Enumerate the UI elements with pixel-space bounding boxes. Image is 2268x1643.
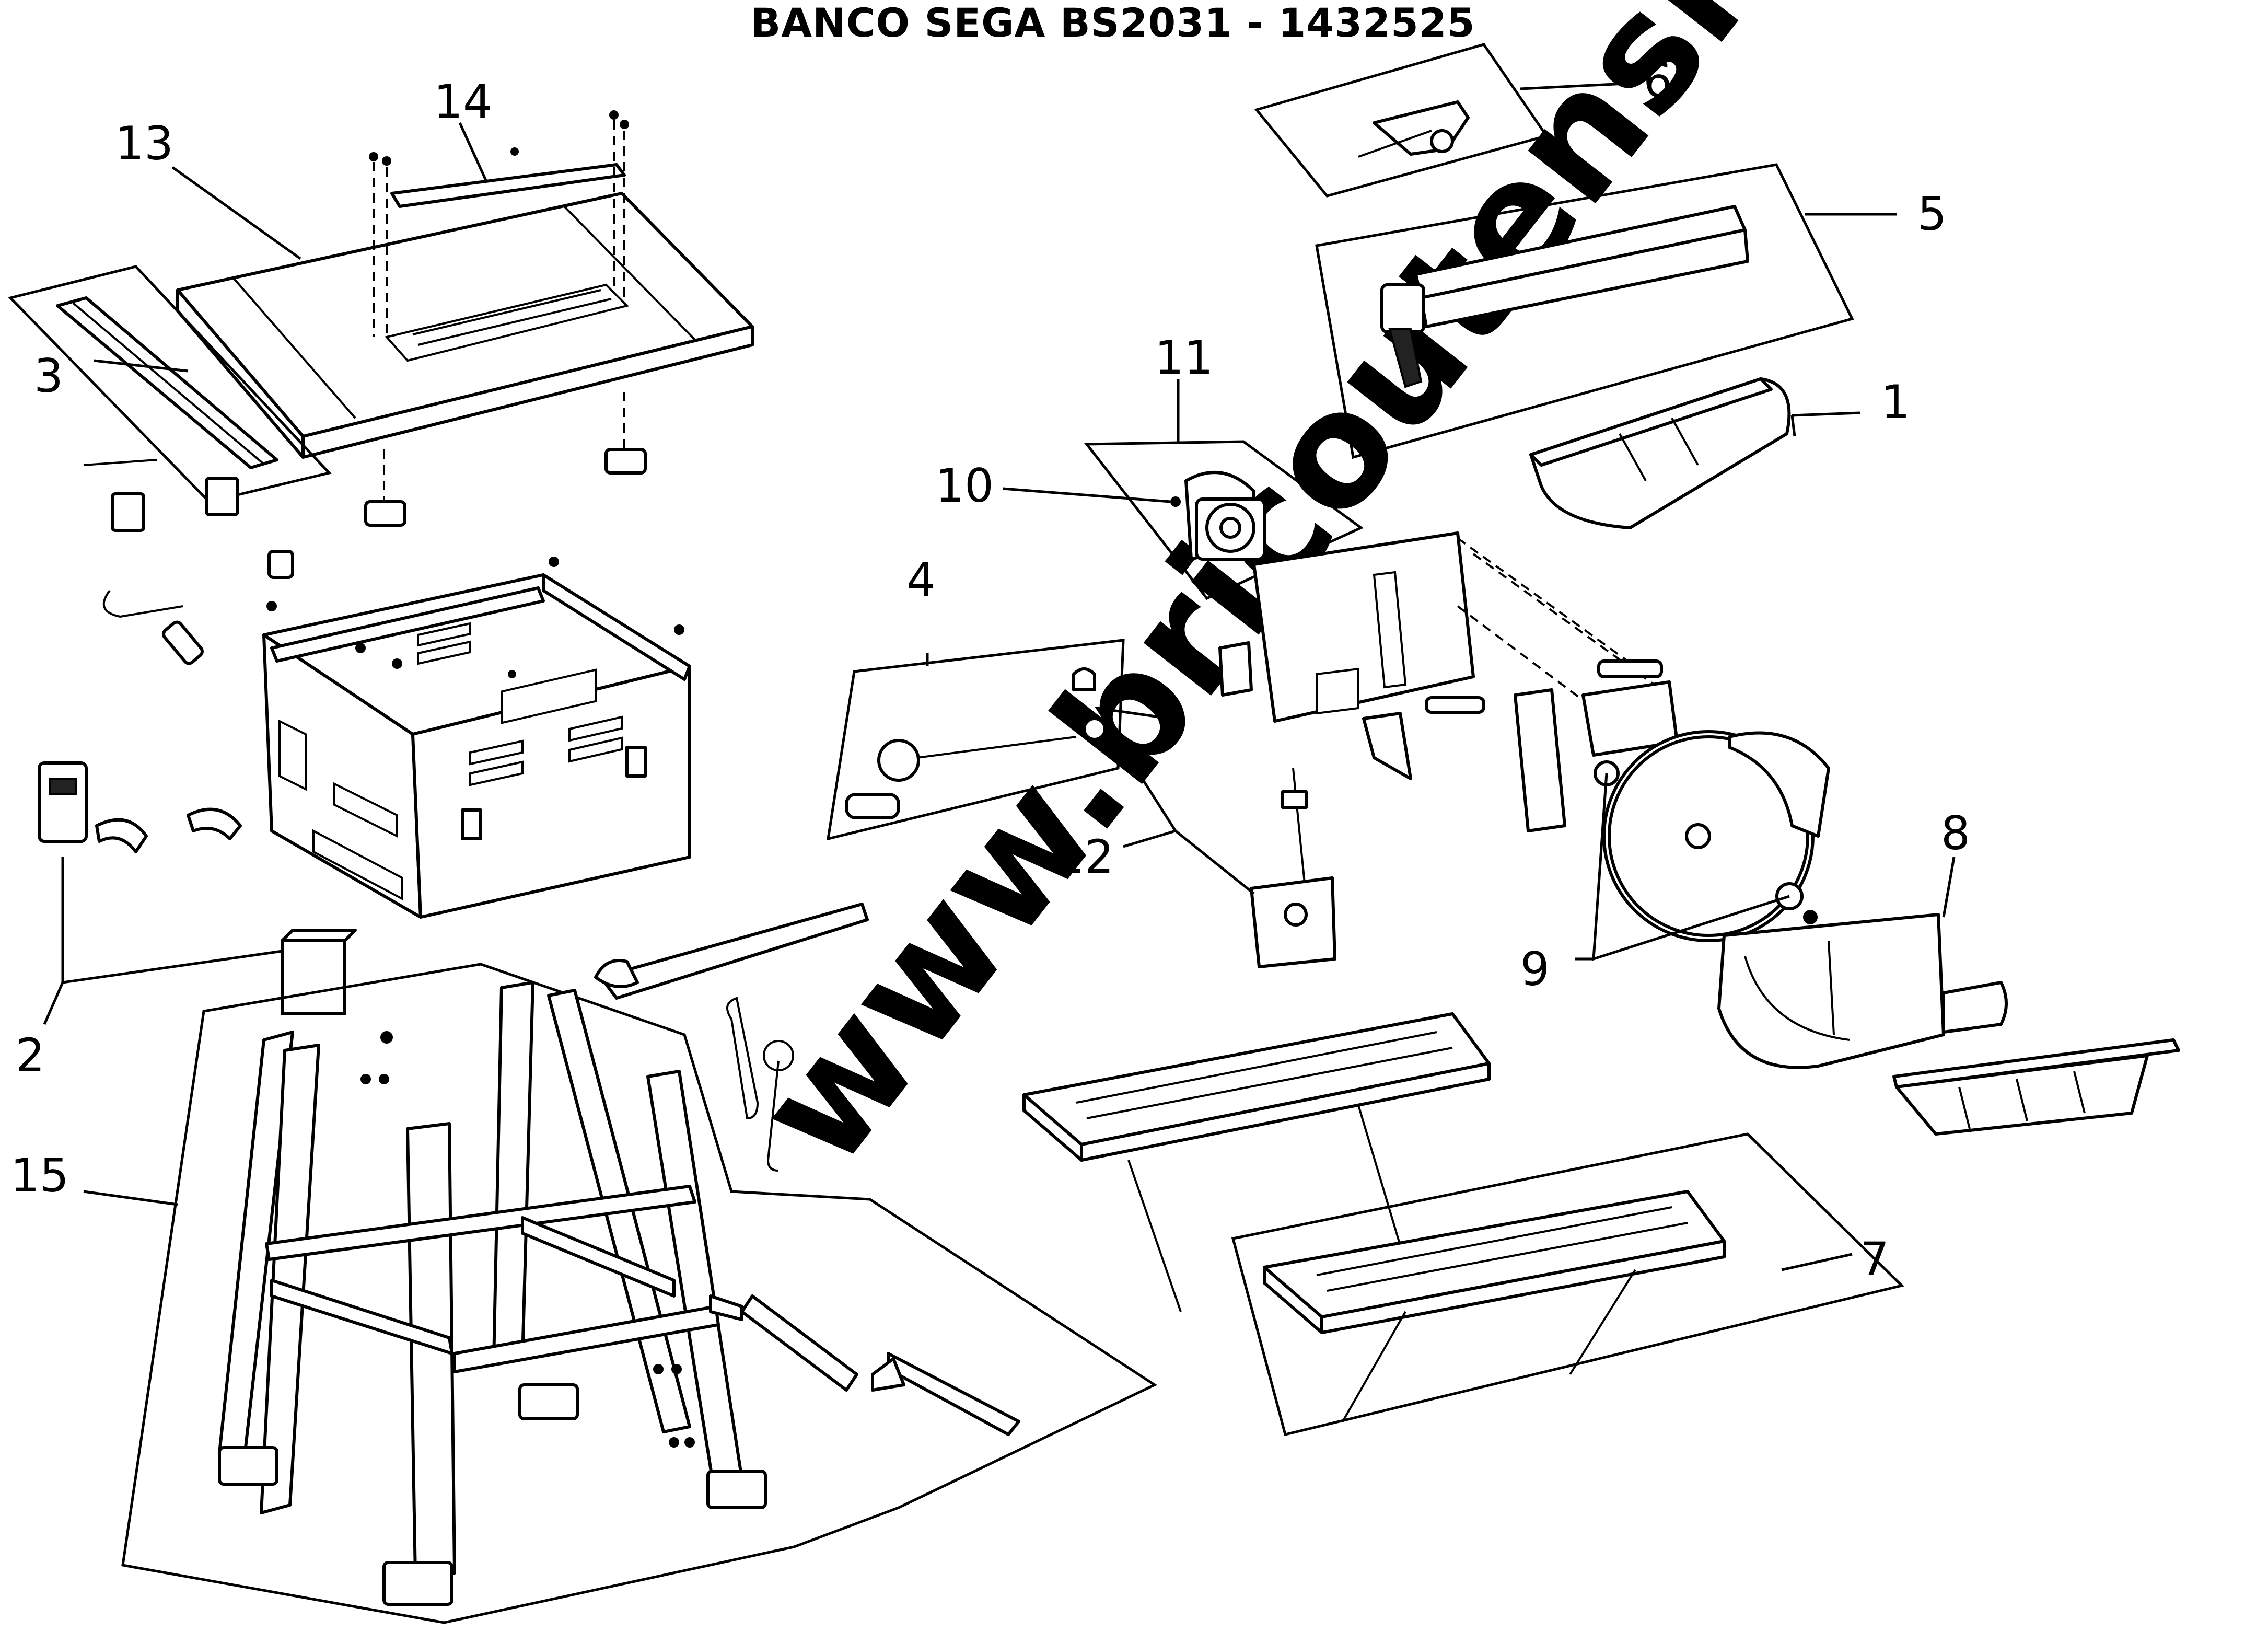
- rip-fence: [1380, 205, 1749, 388]
- saw-blade: [1602, 730, 1815, 942]
- callout-3: 3: [34, 349, 63, 403]
- right-rail: [1892, 1038, 2180, 1136]
- stand-hardware: [360, 1031, 695, 1448]
- table-clamps: [364, 448, 647, 527]
- motor: [1170, 471, 1266, 561]
- diagram-title: BANCO SEGA BS2031 - 1432525: [750, 0, 1475, 46]
- motor-frame: [1084, 440, 1364, 600]
- bevel-shaft: [1250, 768, 1336, 968]
- trunnion-frame: [1218, 531, 1475, 723]
- callout-8: 8: [1941, 806, 1970, 860]
- callout-7: 7: [1860, 1232, 1889, 1286]
- callout-10: 10: [935, 459, 994, 513]
- callout-4: 4: [906, 553, 936, 607]
- callout-11: 11: [1155, 331, 1213, 385]
- leader-2: [43, 857, 283, 1025]
- callout-14: 14: [434, 75, 492, 129]
- handwheel: [845, 667, 1107, 819]
- small-parts-left: [83, 459, 294, 665]
- callout-13: 13: [115, 117, 173, 170]
- table-screws: [369, 110, 629, 510]
- leader-lines: [83, 82, 1956, 1271]
- extension-table-lower: [1263, 1190, 1726, 1422]
- callout-5: 5: [1917, 187, 1947, 241]
- riving-knife-frame: [1254, 43, 1549, 198]
- handwheel-frame: [826, 639, 1125, 841]
- callout-9: 9: [1520, 942, 1550, 996]
- insert-plate: [390, 163, 626, 208]
- cabinet-screws: [266, 557, 684, 678]
- base-cabinet: [262, 573, 691, 919]
- callout-2: 2: [16, 1028, 45, 1082]
- leader-9: [1575, 773, 1790, 961]
- dust-housing: [1717, 913, 2008, 1069]
- stand-frame: [121, 963, 1158, 1624]
- stand-braces: [594, 903, 1020, 1436]
- callouts: 1 2 3 4 5 6 7 8 9 10 11 12 13 14 15: [10, 54, 1970, 1286]
- switch-assembly: [38, 761, 357, 1015]
- blade-cover-upper: [1728, 731, 1830, 838]
- stand: [218, 981, 767, 1606]
- extension-frame: [1231, 1132, 1904, 1437]
- extension-table-upper: [1022, 1012, 1491, 1312]
- callout-15: 15: [10, 1149, 69, 1202]
- blade-guard: [1529, 377, 1791, 529]
- callout-12: 12: [1055, 830, 1114, 884]
- riving-knife: [1358, 100, 1470, 158]
- callout-1: 1: [1881, 375, 1910, 429]
- rip-fence-frame: [1315, 163, 1854, 459]
- table-top: [176, 192, 754, 459]
- side-rail: [8, 265, 332, 503]
- callout-6: 6: [1643, 54, 1672, 108]
